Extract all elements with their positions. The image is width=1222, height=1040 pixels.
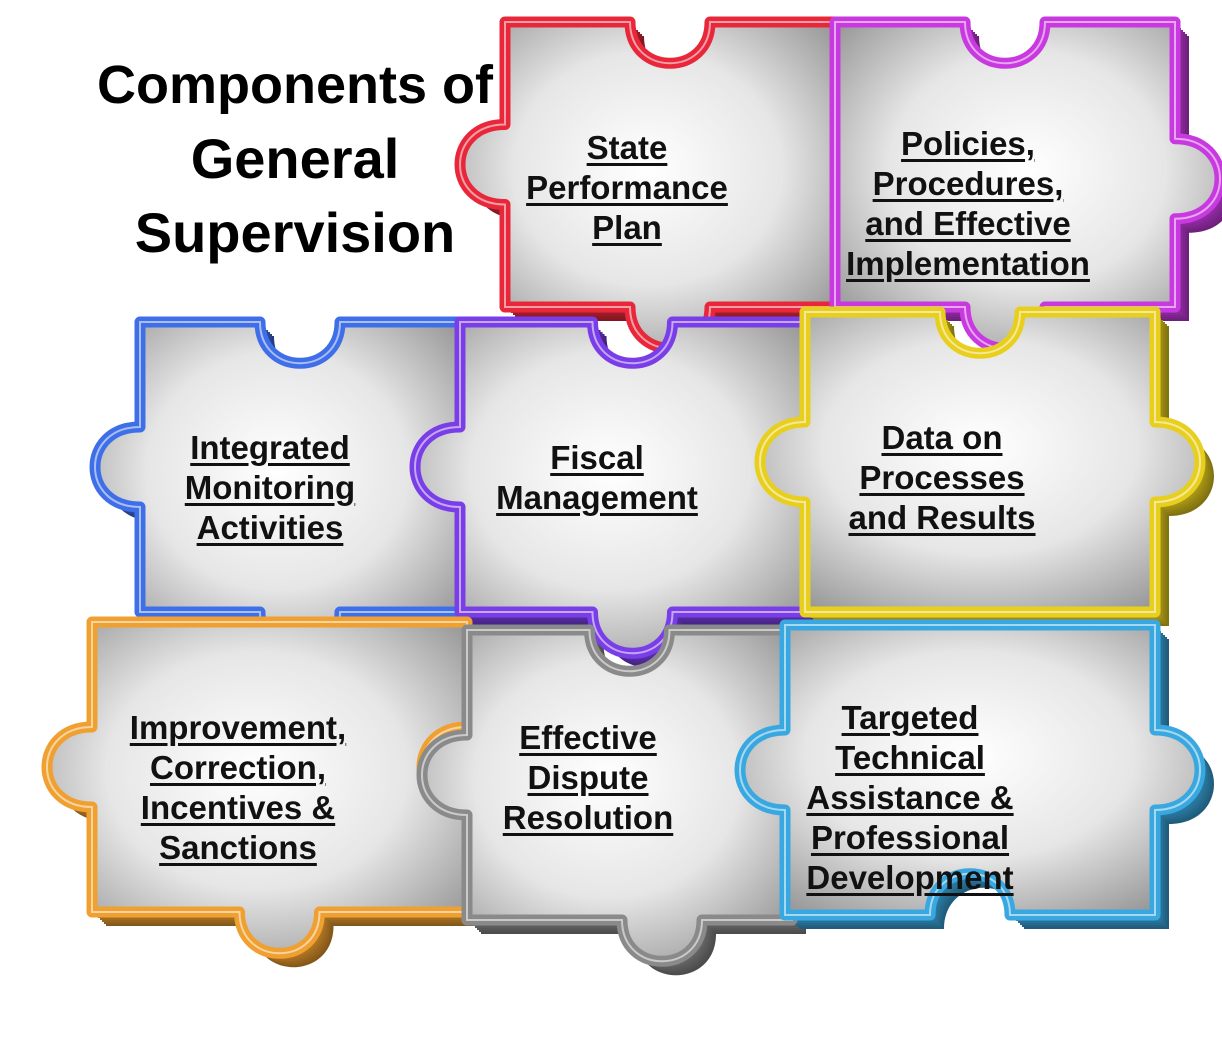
puzzle-piece-integrated-monitoring [89,316,466,659]
puzzle-piece-fiscal-management [409,316,811,659]
puzzle-piece-improvement-correction [41,616,473,959]
puzzle-piece-data-on-processes [754,306,1206,618]
puzzle-piece-effective-dispute [416,624,798,967]
title-line-3: Supervision [134,201,456,264]
title-line-1: Components of [97,55,493,115]
puzzle-piece-policies-procedures [829,16,1222,354]
piece-highlight [759,311,1201,613]
piece-highlight [421,629,793,963]
piece-highlight [414,321,806,655]
diagram-title: Components of General Supervision [60,48,530,270]
puzzle-piece-targeted-technical [734,619,1206,921]
title-line-2: General [190,127,400,190]
piece-highlight [739,624,1201,916]
